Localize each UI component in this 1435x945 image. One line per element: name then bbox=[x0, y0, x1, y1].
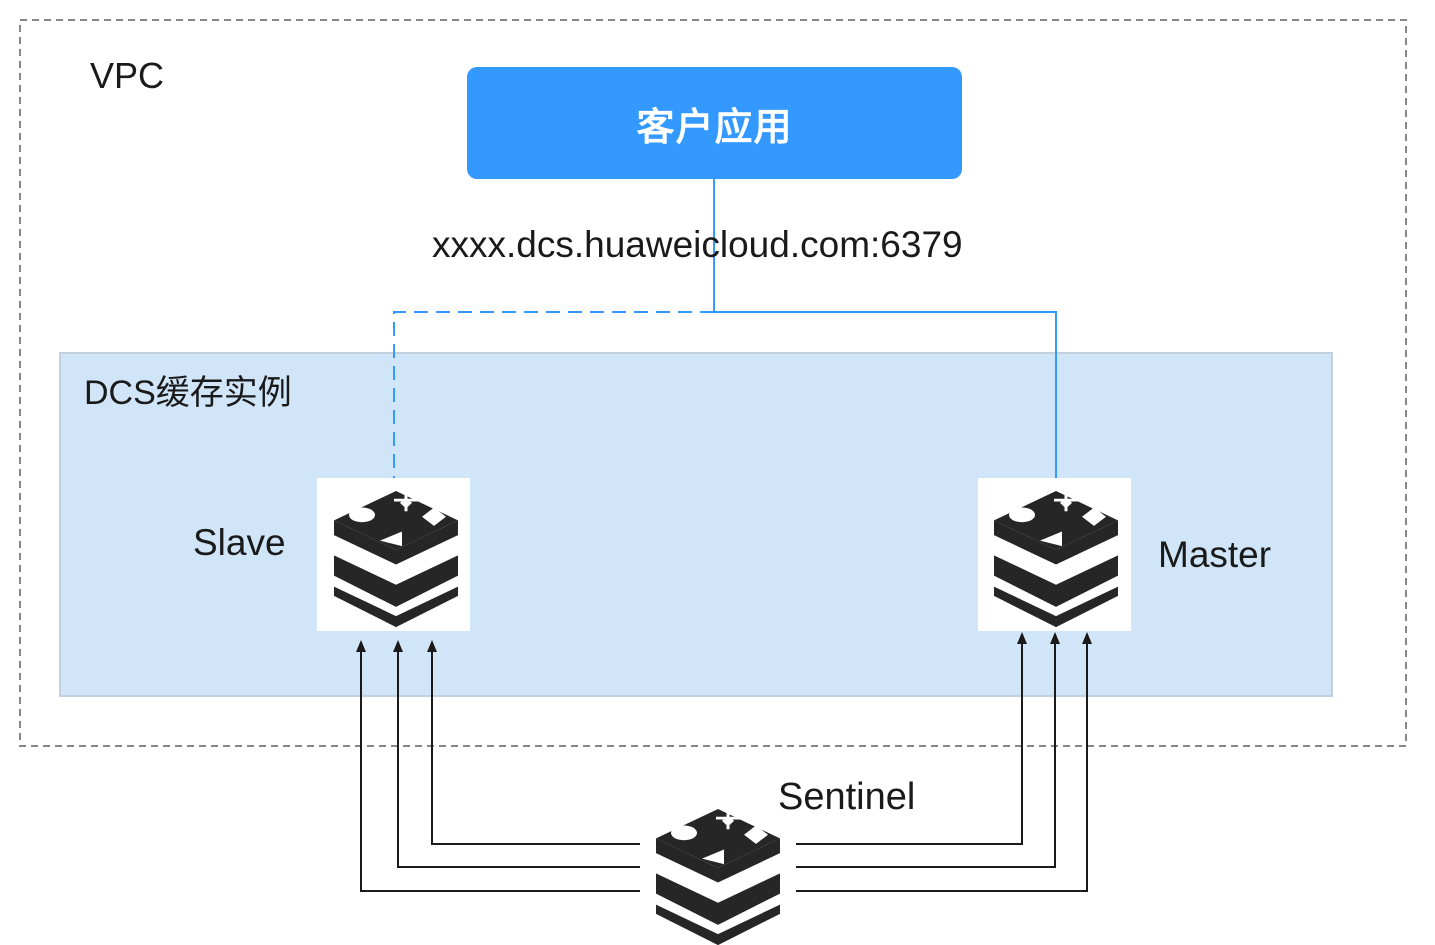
sentinel-to-master-arrow bbox=[796, 632, 1027, 845]
vpc-label: VPC bbox=[90, 55, 165, 96]
sentinel-to-slave-arrow bbox=[356, 640, 640, 892]
sentinel-redis-icon bbox=[654, 807, 782, 945]
sentinel-label: Sentinel bbox=[778, 776, 916, 818]
client-app-label: 客户应用 bbox=[636, 106, 793, 149]
client-app-box: 客户应用 bbox=[467, 67, 962, 179]
master-link-line bbox=[714, 311, 1057, 478]
sentinel-to-master-arrow bbox=[796, 632, 1092, 892]
sentinel-to-slave-arrow bbox=[393, 640, 640, 868]
dcs-instance-label: DCS缓存实例 bbox=[84, 374, 292, 412]
endpoint-address: xxxx.dcs.huaweicloud.com:6379 bbox=[432, 224, 963, 265]
slave-link-line bbox=[393, 311, 714, 478]
master-label: Master bbox=[1158, 534, 1272, 575]
sentinel-to-master-arrow bbox=[796, 632, 1060, 868]
sentinel-to-slave-arrow bbox=[427, 640, 640, 845]
slave-label: Slave bbox=[193, 522, 286, 563]
